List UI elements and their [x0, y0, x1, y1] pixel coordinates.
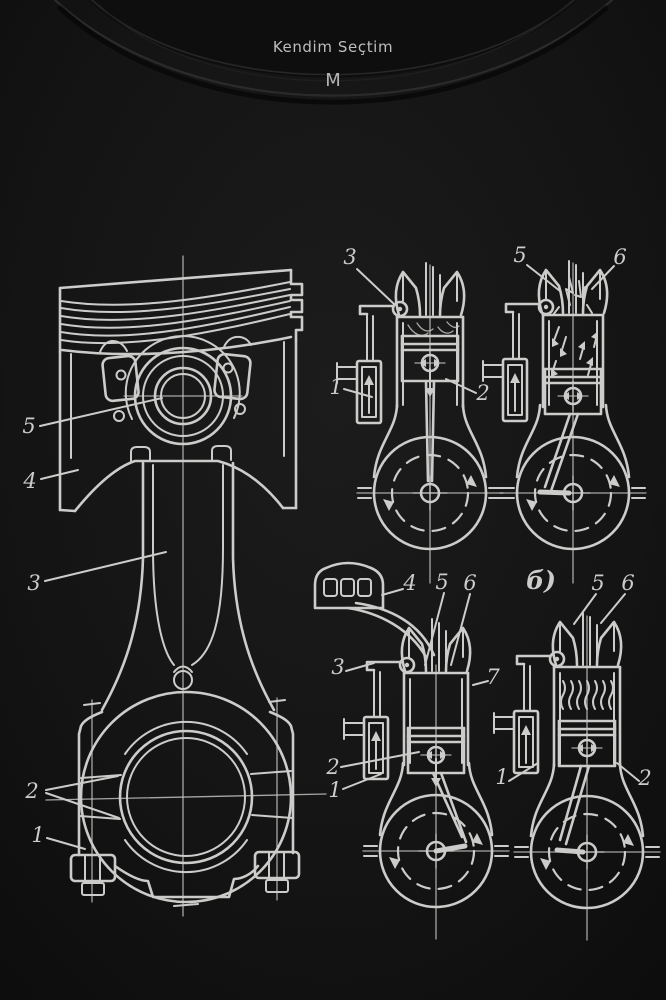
engine-a-label-2: 2: [475, 381, 489, 405]
size-label: M: [325, 70, 341, 91]
engine-a-label-3: 3: [343, 245, 356, 269]
collar-inner-seam: [91, 0, 575, 76]
engine-schematic-intake: 3 1 2: [329, 245, 505, 584]
piston-label-5: 5: [22, 414, 35, 438]
engine-c-label-5: 5: [435, 570, 448, 594]
engine-d-label-1: 1: [495, 765, 508, 789]
piston-label-2: 2: [24, 779, 38, 803]
engine-c-label-1: 1: [328, 778, 341, 802]
engine-schematic-power: 5 6: [481, 243, 648, 584]
piston-label-1: 1: [31, 823, 44, 847]
piston-label-3: 3: [27, 571, 40, 595]
engine-c-label-3: 3: [331, 655, 344, 679]
neck-label: Kendim Seçtim M: [273, 38, 393, 91]
engine-d-label-5: 5: [591, 571, 604, 595]
engine-schematic-compression: б) 5 6 1 2: [492, 566, 662, 941]
engine-c-label-4: 4: [402, 571, 416, 595]
engine-d-figure-label: б): [526, 566, 556, 595]
engine-c-label-7: 7: [486, 665, 500, 689]
engine-b-label-5: 5: [513, 243, 526, 267]
collar-stitch-line: [97, 3, 569, 82]
collar-shadow: [57, 5, 609, 105]
engine-b-label-6: 6: [613, 245, 626, 269]
collar: [53, 0, 614, 105]
engine-schematic-ignition: 4 5 6 3 7 2 1: [313, 561, 511, 940]
engine-d-label-6: 6: [621, 571, 634, 595]
engine-a-label-1: 1: [329, 375, 342, 399]
engine-c-label-2: 2: [325, 755, 339, 779]
engine-diagram-print: 5 4 3 2 1 3 1 2: [22, 243, 662, 941]
collar-outer-seam: [53, 0, 614, 97]
compression-squiggles: [560, 680, 614, 710]
engine-d-label-2: 2: [637, 766, 651, 790]
engine-c-label-6: 6: [463, 571, 476, 595]
piston-assembly-drawing: 5 4 3 2 1: [22, 255, 327, 917]
brand-label: Kendim Seçtim: [273, 38, 393, 56]
piston-label-4: 4: [22, 469, 36, 493]
